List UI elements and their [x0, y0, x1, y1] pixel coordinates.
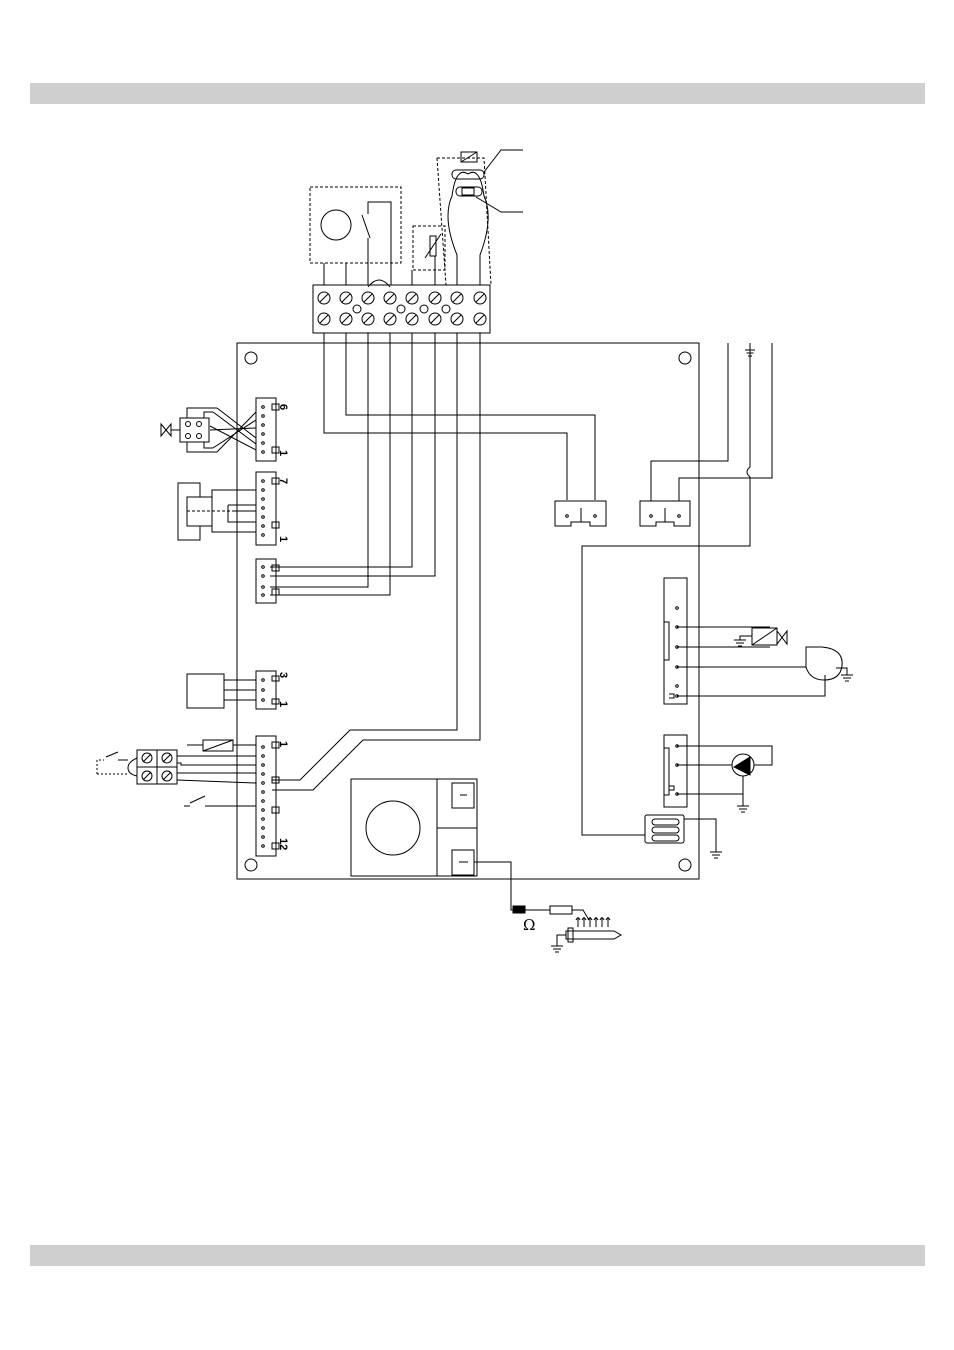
earth-strip: [645, 815, 722, 858]
terminal-jumper: [368, 280, 390, 287]
circulation-pump: [677, 746, 772, 812]
mains-connector: [640, 501, 690, 526]
thermostat-connector: [256, 559, 279, 603]
fan-motor: [677, 647, 853, 696]
ignition-pin-last-label: 1: [277, 536, 289, 542]
terminal-block: [313, 280, 490, 333]
ignition-connector: [256, 472, 279, 545]
fan-connector: [664, 578, 687, 704]
terminal-screws: [318, 292, 486, 325]
pump-power-connector: [555, 501, 606, 526]
terminal-pin-last-label: 12: [277, 838, 289, 850]
ignition-pin-first-label: 7: [277, 478, 289, 484]
resistance-symbol: Ω: [523, 916, 535, 934]
terminal-wiring: [270, 333, 595, 790]
three-way-valve: [677, 627, 787, 647]
remote-probe: [437, 150, 523, 285]
board-mount-hole: [245, 352, 257, 364]
board-mount-hole: [679, 859, 691, 871]
control-board: [237, 343, 699, 879]
gas-valve-connector: [256, 398, 279, 461]
sensor-connector: [256, 671, 279, 709]
board-mount-hole: [679, 352, 691, 364]
terminal-connector: [256, 736, 279, 856]
board-mount-hole: [245, 859, 257, 871]
external-terminal-block: [97, 740, 256, 806]
modulating-valve: [161, 408, 256, 452]
room-thermostat: [310, 187, 401, 285]
valve-pin-last-label: 1: [277, 450, 289, 456]
sensor-pin-last-label: 1: [277, 701, 289, 707]
pressure-sensor: [187, 674, 256, 708]
potentiometer-module: [351, 779, 477, 876]
sensor-pin-first-label: 3: [277, 672, 289, 678]
flame-electrode: [474, 862, 621, 952]
outdoor-sensor: [412, 226, 445, 285]
terminal-pin-first-label: 1: [277, 741, 289, 747]
valve-pin-first-label: 6: [277, 404, 289, 410]
flow-switch: [178, 483, 256, 540]
